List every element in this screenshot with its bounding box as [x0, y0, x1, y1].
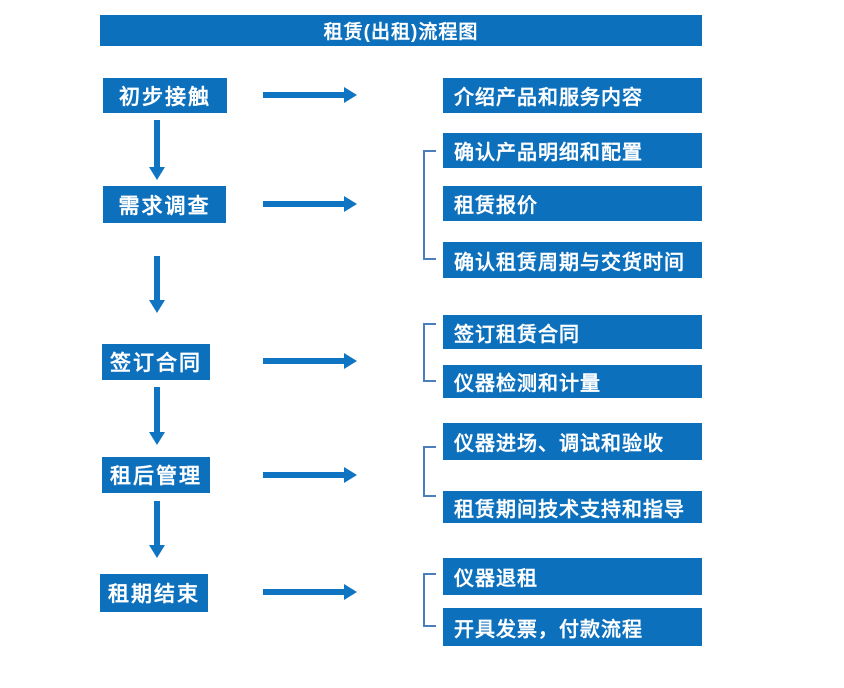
arrow-right-1-icon [263, 87, 357, 103]
stage-box-initial-contact: 初步接触 [103, 78, 227, 113]
detail-box-rental-quote: 租赁报价 [443, 186, 702, 221]
bracket-sign-contract [423, 323, 436, 382]
arrow-down-3-icon [149, 387, 165, 445]
detail-box-instrument-return: 仪器退租 [443, 558, 702, 595]
detail-box-sign-lease: 签订租赁合同 [443, 315, 702, 349]
detail-box-instrument-arrival: 仪器进场、调试和验收 [443, 423, 702, 460]
stage-box-post-rental: 租后管理 [102, 457, 210, 493]
detail-box-invoice-payment: 开具发票，付款流程 [443, 608, 702, 646]
detail-box-instrument-testing: 仪器检测和计量 [443, 365, 702, 398]
bracket-post-rental [423, 446, 436, 497]
detail-box-tech-support: 租赁期间技术支持和指导 [443, 491, 702, 523]
bracket-rental-end [423, 573, 436, 627]
bracket-demand-survey [423, 150, 436, 260]
arrow-down-2-icon [149, 256, 165, 313]
arrow-down-4-icon [149, 501, 165, 558]
arrow-right-4-icon [263, 467, 357, 483]
stage-box-sign-contract: 签订合同 [102, 344, 210, 380]
arrow-right-5-icon [263, 584, 357, 600]
flowchart-title: 租赁(出租)流程图 [100, 15, 702, 46]
detail-box-confirm-period: 确认租赁周期与交货时间 [443, 242, 702, 278]
arrow-right-3-icon [263, 353, 357, 369]
detail-box-introduce-products: 介绍产品和服务内容 [443, 78, 702, 113]
arrow-right-2-icon [263, 196, 357, 212]
arrow-down-1-icon [149, 120, 165, 180]
detail-box-confirm-details: 确认产品明细和配置 [443, 133, 702, 168]
stage-box-rental-end: 租期结束 [100, 574, 208, 612]
stage-box-demand-survey: 需求调查 [103, 186, 226, 223]
